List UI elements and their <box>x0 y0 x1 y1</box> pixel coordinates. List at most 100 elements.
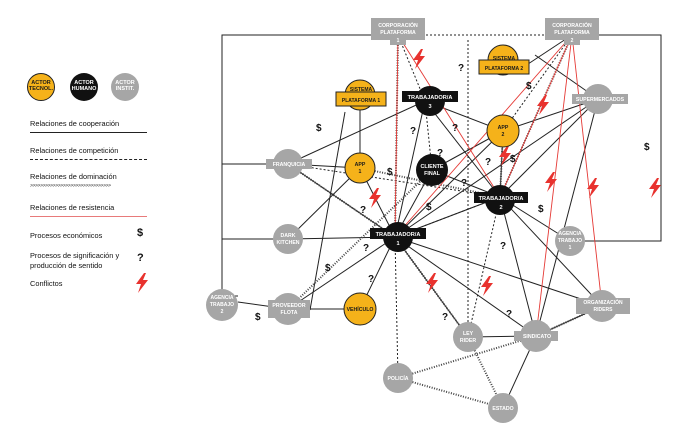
legend-actor-humano: ACTOR HUMANO <box>70 73 98 101</box>
question-icon: ? <box>500 241 506 252</box>
svg-text:AGENCIA: AGENCIA <box>210 295 233 301</box>
dollar-icon: $ <box>538 204 544 215</box>
lightning-icon <box>369 188 381 208</box>
legend-dom-label: Relaciones de dominación <box>30 172 117 181</box>
lightning-icon <box>499 146 511 166</box>
legend-res-label: Relaciones de resistencia <box>30 203 115 212</box>
node-policia: POLICÍA <box>383 363 413 393</box>
question-icon: ? <box>458 63 464 74</box>
dollar-icon: $ <box>387 167 393 178</box>
svg-text:FRANQUICIA: FRANQUICIA <box>273 162 306 168</box>
legend-comp-line <box>30 159 147 160</box>
dollar-icon: $ <box>526 81 532 92</box>
svg-text:1: 1 <box>359 169 362 175</box>
svg-text:3: 3 <box>428 104 431 110</box>
svg-text:1: 1 <box>396 241 399 247</box>
legend: ACTOR TECNOL. ACTOR HUMANO ACTOR INSTIT.… <box>0 0 170 448</box>
dollar-icon: $ <box>137 227 144 239</box>
legend-dom-line: >>>>>>>>>>>>>>>>>>>>>>>>>>>>>>>> <box>30 184 111 189</box>
node-cliente-final: CLIENTE FINAL <box>416 154 448 186</box>
node-agencia-trabajo-2: AGENCIA TRABAJO 2 <box>206 289 238 321</box>
svg-text:PLATAFORMA 2: PLATAFORMA 2 <box>485 66 523 72</box>
svg-text:CORPORACIÓN: CORPORACIÓN <box>378 21 418 29</box>
svg-text:ORGANIZACIÓN: ORGANIZACIÓN <box>583 298 623 306</box>
svg-text:PLATAFORMA: PLATAFORMA <box>380 30 416 36</box>
svg-text:SISTEMA: SISTEMA <box>493 56 516 62</box>
legend-conf-label: Conflictos <box>30 279 63 288</box>
lightning-icon <box>649 178 661 198</box>
lightning-icon <box>587 178 599 198</box>
legend-coop-label: Relaciones de cooperación <box>30 119 120 128</box>
dollar-icon: $ <box>255 312 261 323</box>
cooperation-lines <box>222 34 603 409</box>
question-icon: ? <box>363 243 369 254</box>
question-icon: ? <box>437 148 443 159</box>
svg-text:PLATAFORMA 1: PLATAFORMA 1 <box>342 98 380 104</box>
svg-text:SINDICATO: SINDICATO <box>523 334 551 340</box>
question-icon: ? <box>442 312 448 323</box>
human-nodes: TRABAJADOR/A 3 CLIENTE FINAL TRABAJADOR/… <box>370 86 528 252</box>
domination-lines <box>287 34 603 409</box>
node-trabajador-3: TRABAJADOR/A 3 <box>402 86 458 116</box>
node-franquicia: FRANQUICIA <box>266 149 312 179</box>
question-icon: ? <box>485 157 491 168</box>
lightning-icon <box>413 49 425 69</box>
node-estado: ESTADO <box>488 393 518 423</box>
lightning-icon <box>426 273 438 293</box>
node-sistema-plataforma-2: SISTEMA PLATAFORMA 2 <box>478 44 530 76</box>
legend-actor-instit: ACTOR INSTIT. <box>111 73 139 101</box>
dollar-icon: $ <box>510 154 516 165</box>
node-corporacion-plataforma-1: CORPORACIÓN PLATAFORMA 1 <box>371 18 425 45</box>
question-icon: ? <box>461 178 467 189</box>
node-agencia-trabajo-1: AGENCIA TRABAJO 1 <box>555 226 585 256</box>
svg-text:2: 2 <box>571 38 574 44</box>
svg-text:RIDER: RIDER <box>460 338 476 344</box>
svg-text:APP: APP <box>355 162 366 168</box>
svg-text:LEY: LEY <box>463 331 474 337</box>
svg-text:CORPORACIÓN: CORPORACIÓN <box>552 21 592 29</box>
svg-text:2: 2 <box>502 132 505 138</box>
lightning-icon <box>481 276 493 296</box>
dollar-icon: $ <box>426 202 432 213</box>
node-organizacion-riders: ORGANIZACIÓN RIDERS <box>576 290 630 322</box>
svg-text:PLATAFORMA: PLATAFORMA <box>554 30 590 36</box>
node-sistema-plataforma-1: SISTEMA PLATAFORMA 1 <box>335 79 387 111</box>
question-icon: ? <box>368 274 374 285</box>
node-trabajador-2: TRABAJADOR/A 2 <box>474 185 528 215</box>
svg-text:TRABAJO: TRABAJO <box>558 238 582 244</box>
legend-sig-label: Procesos de significación y producción d… <box>30 251 120 270</box>
svg-text:PROVEEDOR: PROVEEDOR <box>272 303 305 309</box>
node-vehiculo: VEHÍCULO <box>343 292 377 326</box>
node-sindicato: SINDICATO <box>514 320 558 352</box>
svg-text:1: 1 <box>397 38 400 44</box>
svg-text:DARK: DARK <box>281 233 296 239</box>
node-corporacion-plataforma-2: CORPORACIÓN PLATAFORMA 2 <box>545 18 599 45</box>
lightning-icon <box>545 172 557 192</box>
svg-text:CLIENTE: CLIENTE <box>420 164 443 170</box>
node-app-1: APP 1 <box>344 152 376 184</box>
svg-text:SISTEMA: SISTEMA <box>350 87 373 93</box>
svg-text:FINAL: FINAL <box>424 171 441 177</box>
dollar-icon: $ <box>316 123 322 134</box>
svg-text:POLICÍA: POLICÍA <box>387 374 408 382</box>
conflict-bolts <box>369 49 661 296</box>
svg-text:RIDERS: RIDERS <box>594 307 614 313</box>
svg-text:KITCHEN: KITCHEN <box>276 240 299 246</box>
node-ley-rider: LEY RIDER <box>453 322 483 352</box>
node-dark-kitchen: DARK KITCHEN <box>273 224 303 254</box>
legend-coop-line <box>30 132 147 133</box>
svg-text:AGENCIA: AGENCIA <box>558 231 581 237</box>
legend-econ-label: Procesos económicos <box>30 231 103 240</box>
dollar-icon: $ <box>644 142 650 153</box>
institutional-nodes: CORPORACIÓN PLATAFORMA 1 CORPORACIÓN PLA… <box>206 18 630 423</box>
svg-text:ESTADO: ESTADO <box>492 406 513 412</box>
question-icon: ? <box>137 252 144 264</box>
question-icon: ? <box>360 205 366 216</box>
svg-text:2: 2 <box>499 205 502 211</box>
technological-nodes: SISTEMA PLATAFORMA 1 SISTEMA PLATAFORMA … <box>335 44 530 326</box>
svg-text:TRABAJADOR/A: TRABAJADOR/A <box>408 95 453 101</box>
svg-text:TRABAJADOR/A: TRABAJADOR/A <box>479 196 524 202</box>
dollar-icon: $ <box>325 263 331 274</box>
svg-text:1: 1 <box>569 245 572 251</box>
lightning-icon <box>136 273 148 293</box>
